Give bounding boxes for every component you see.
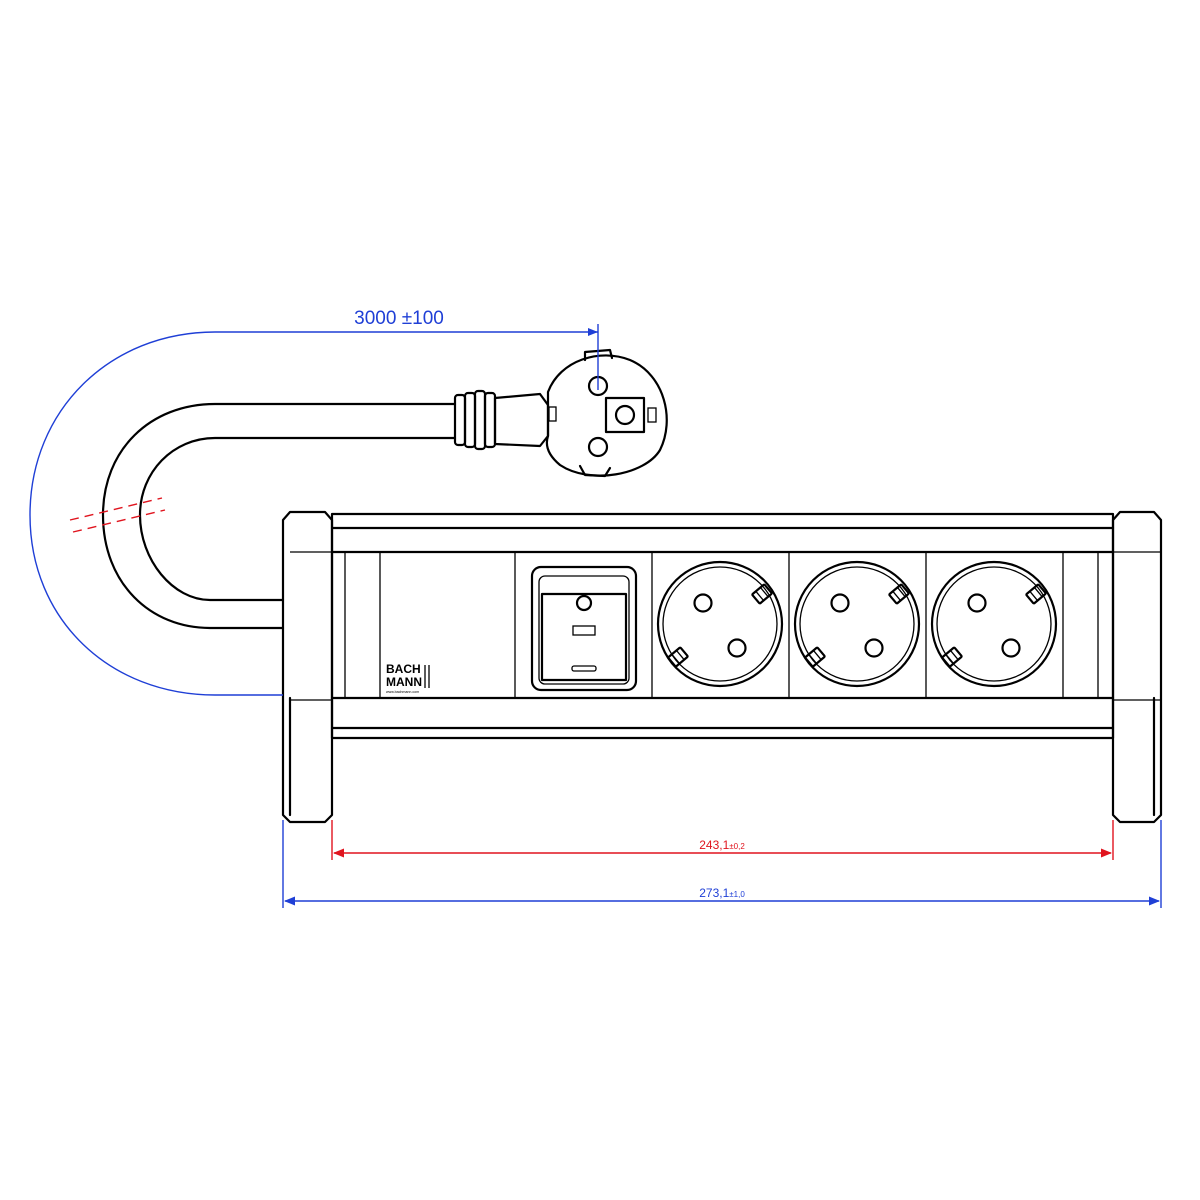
cable-length-dimension: 3000 ±100 (29, 308, 599, 696)
schuko-socket (930, 560, 1058, 688)
inner-width-dimension: 243,1±0,2 (331, 820, 1114, 860)
schuko-socket (656, 560, 784, 688)
bachmann-logo: BACH MANN www.bachmann.com (386, 662, 430, 694)
logo-line1: BACH (386, 662, 421, 676)
schuko-socket (793, 560, 921, 688)
logo-line2: MANN (386, 675, 422, 689)
inner-width-label: 243,1±0,2 (699, 838, 745, 852)
overall-width-dimension: 273,1±1,0 (282, 820, 1162, 908)
schuko-plug (453, 348, 668, 478)
cable-break-mark (69, 497, 166, 533)
power-switch (530, 565, 638, 692)
strip-housing (281, 510, 1163, 824)
strain-relief (453, 389, 550, 451)
logo-url: www.bachmann.com (386, 690, 419, 694)
cable-length-label: 3000 ±100 (354, 308, 444, 329)
socket-group (656, 560, 1058, 688)
overall-width-label: 273,1±1,0 (699, 886, 745, 900)
power-cable (101, 402, 457, 630)
